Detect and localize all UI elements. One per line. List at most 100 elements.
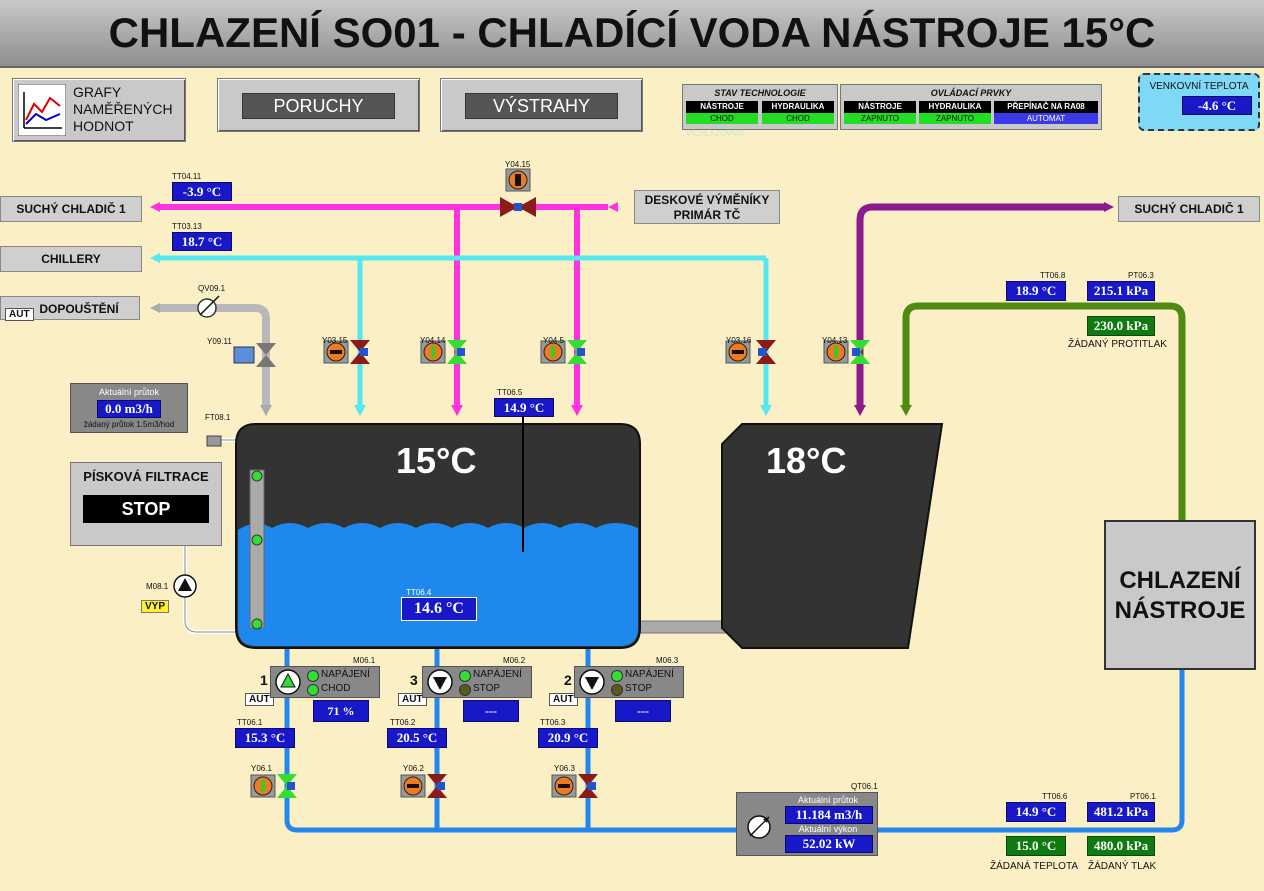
ovl-hydraulika[interactable]: HYDRAULIKA ZAPNUTO	[919, 101, 991, 124]
qt-vykon-value[interactable]: 52.02 kW	[785, 835, 873, 853]
value-pt063[interactable]: 215.1 kPa	[1087, 281, 1155, 301]
value-tt063[interactable]: 20.9 °C	[538, 728, 598, 748]
qt-prutok-value[interactable]: 11.184 m3/h	[785, 806, 873, 824]
tag-ft081: FT08.1	[205, 413, 231, 422]
grafy-line-1: GRAFY	[73, 84, 122, 100]
tank-left-temp: 15°C	[396, 440, 477, 481]
tag-m061: M06.1	[353, 656, 376, 665]
tag-y062: Y06.2	[403, 764, 424, 773]
deskove-vymeniky-label[interactable]: DESKOVÉ VÝMĚNÍKY PRIMÁR TČ	[634, 190, 780, 224]
tag-tt0313: TT03.13	[172, 222, 202, 231]
tag-tt068: TT06.8	[1040, 271, 1066, 280]
valve-y0911	[233, 343, 276, 367]
ovl-nastroje[interactable]: NÁSTROJE ZAPNUTO	[844, 101, 916, 124]
qt-vykon-label: Aktuální výkon	[798, 824, 858, 834]
valve-y0316	[725, 340, 776, 364]
stav-technologie-header: STAV TECHNOLOGIE	[714, 88, 806, 98]
value-zadany-protitlak[interactable]: 230.0 kPa	[1087, 316, 1155, 336]
value-zadana-teplota[interactable]: 15.0 °C	[1006, 836, 1066, 856]
stav-hydraulika[interactable]: HYDRAULIKA CHOD	[762, 101, 834, 124]
pump-3-napajeni-label: NAPÁJENÍ	[473, 669, 522, 680]
tank-connector-pipe	[637, 620, 729, 634]
cyan-pipes	[150, 253, 772, 416]
prutok-panel: Aktuální průtok 0.0 m3/h žádaný průtok 1…	[70, 383, 188, 433]
value-tt062[interactable]: 20.5 °C	[387, 728, 447, 748]
chart-icon	[18, 84, 66, 136]
pump-2-value[interactable]: ---	[615, 700, 671, 722]
tag-y0911: Y09.11	[207, 337, 232, 346]
pump-3-icon	[427, 669, 453, 695]
green-pipe	[900, 302, 1186, 520]
tank-right	[721, 423, 944, 649]
tag-y045: Y04.5	[543, 336, 564, 345]
valve-y061	[250, 774, 297, 798]
chillery-label[interactable]: CHILLERY	[0, 246, 142, 272]
gray-pipe	[150, 303, 272, 416]
value-tt066[interactable]: 14.9 °C	[1006, 802, 1066, 822]
pump-3-number: 3	[410, 672, 418, 688]
pump-1-aut-badge[interactable]: AUT	[245, 693, 274, 706]
value-tt068[interactable]: 18.9 °C	[1006, 281, 1066, 301]
filtrace-status: STOP	[83, 495, 209, 523]
valve-y045	[540, 340, 587, 364]
valve-y062	[400, 774, 447, 798]
value-tt0313[interactable]: 18.7 °C	[172, 232, 232, 251]
pump-1-state-led	[307, 684, 319, 696]
chlazeni-nastroje-box[interactable]: CHLAZENÍ NÁSTROJE	[1104, 520, 1256, 670]
pump-1-number: 1	[260, 672, 268, 688]
value-pt061[interactable]: 481.2 kPa	[1087, 802, 1155, 822]
stav-nastroje[interactable]: NÁSTROJE CHOD	[686, 101, 758, 124]
pump-2-aut-badge[interactable]: AUT	[549, 693, 578, 706]
prutok-label: Aktuální průtok	[98, 387, 160, 397]
ovladaci-prvky-panel: OVLÁDACÍ PRVKY NÁSTROJE ZAPNUTO HYDRAULI…	[840, 84, 1102, 130]
valve-y0414	[420, 340, 467, 364]
suchy-chladic-right-label[interactable]: SUCHÝ CHLADIČ 1	[1118, 196, 1260, 222]
chlazeni-line-1: CHLAZENÍ	[1119, 567, 1241, 594]
tag-y0315: Y03.15	[322, 336, 348, 345]
pump-1-value[interactable]: 71 %	[313, 700, 369, 722]
value-tt0411[interactable]: -3.9 °C	[172, 182, 232, 201]
grafy-line-2: NAMĚŘENÝCH	[73, 101, 173, 117]
tag-y0413: Y04.13	[822, 336, 848, 345]
value-tt061[interactable]: 15.3 °C	[235, 728, 295, 748]
tag-tt066: TT06.6	[1042, 792, 1068, 801]
value-tt065[interactable]: 14.9 °C	[494, 398, 554, 417]
pump-3-value[interactable]: ---	[463, 700, 519, 722]
tag-m063: M06.3	[656, 656, 679, 665]
pump-1-panel[interactable]: NAPÁJENÍ CHOD	[270, 666, 380, 698]
poruchy-label: PORUCHY	[242, 93, 395, 119]
m081-vyp-badge[interactable]: VYP	[141, 600, 170, 613]
prutok-note: žádaný průtok 1.5m3/hod	[83, 420, 175, 429]
prutok-value[interactable]: 0.0 m3/h	[97, 400, 161, 418]
tag-tt064: TT06.4	[406, 588, 432, 597]
tag-m081: M08.1	[146, 582, 169, 591]
page-title: CHLAZENÍ SO01 - CHLADÍCÍ VODA NÁSTROJE 1…	[108, 9, 1156, 56]
value-tt064[interactable]: 14.6 °C	[401, 597, 477, 621]
pump-2-panel[interactable]: NAPÁJENÍ STOP	[574, 666, 684, 698]
piskova-filtrace-panel[interactable]: PÍSKOVÁ FILTRACE STOP	[70, 462, 222, 546]
tank-right-temp: 18°C	[766, 440, 847, 481]
pump-3-panel[interactable]: NAPÁJENÍ STOP	[422, 666, 532, 698]
qt-panel[interactable]: Aktuální průtok 11.184 m3/h Aktuální výk…	[736, 792, 878, 856]
pump-3-state-led	[459, 684, 471, 696]
pump-2-number: 2	[564, 672, 572, 688]
pump-3-napajeni-led	[459, 670, 471, 682]
pump-3-aut-badge[interactable]: AUT	[398, 693, 427, 706]
tag-y0415: Y04.15	[505, 160, 531, 169]
valve-y063	[551, 774, 598, 798]
stav-technologie-panel: STAV TECHNOLOGIE NÁSTROJE CHOD HYDRAULIK…	[682, 84, 838, 130]
venkovni-value: -4.6 °C	[1182, 96, 1252, 115]
value-zadany-tlak[interactable]: 480.0 kPa	[1087, 836, 1155, 856]
tag-pt061: PT06.1	[1130, 792, 1156, 801]
vystrahy-button[interactable]: VÝSTRAHY	[440, 78, 643, 132]
ovl-prepinac[interactable]: PŘEPÍNAČ NA RA08 AUTOMAT	[994, 101, 1098, 124]
grafy-button[interactable]: GRAFY NAMĚŘENÝCH HODNOT	[12, 78, 186, 142]
valve-y0315	[323, 340, 370, 364]
poruchy-button[interactable]: PORUCHY	[217, 78, 420, 132]
suchy-chladic-left-label[interactable]: SUCHÝ CHLADIČ 1	[0, 196, 142, 222]
pump-2-state-label: STOP	[625, 683, 653, 694]
purple-pipe	[854, 202, 1114, 416]
tag-pt063: PT06.3	[1128, 271, 1154, 280]
dopousteni-aut-badge[interactable]: AUT	[5, 308, 34, 321]
